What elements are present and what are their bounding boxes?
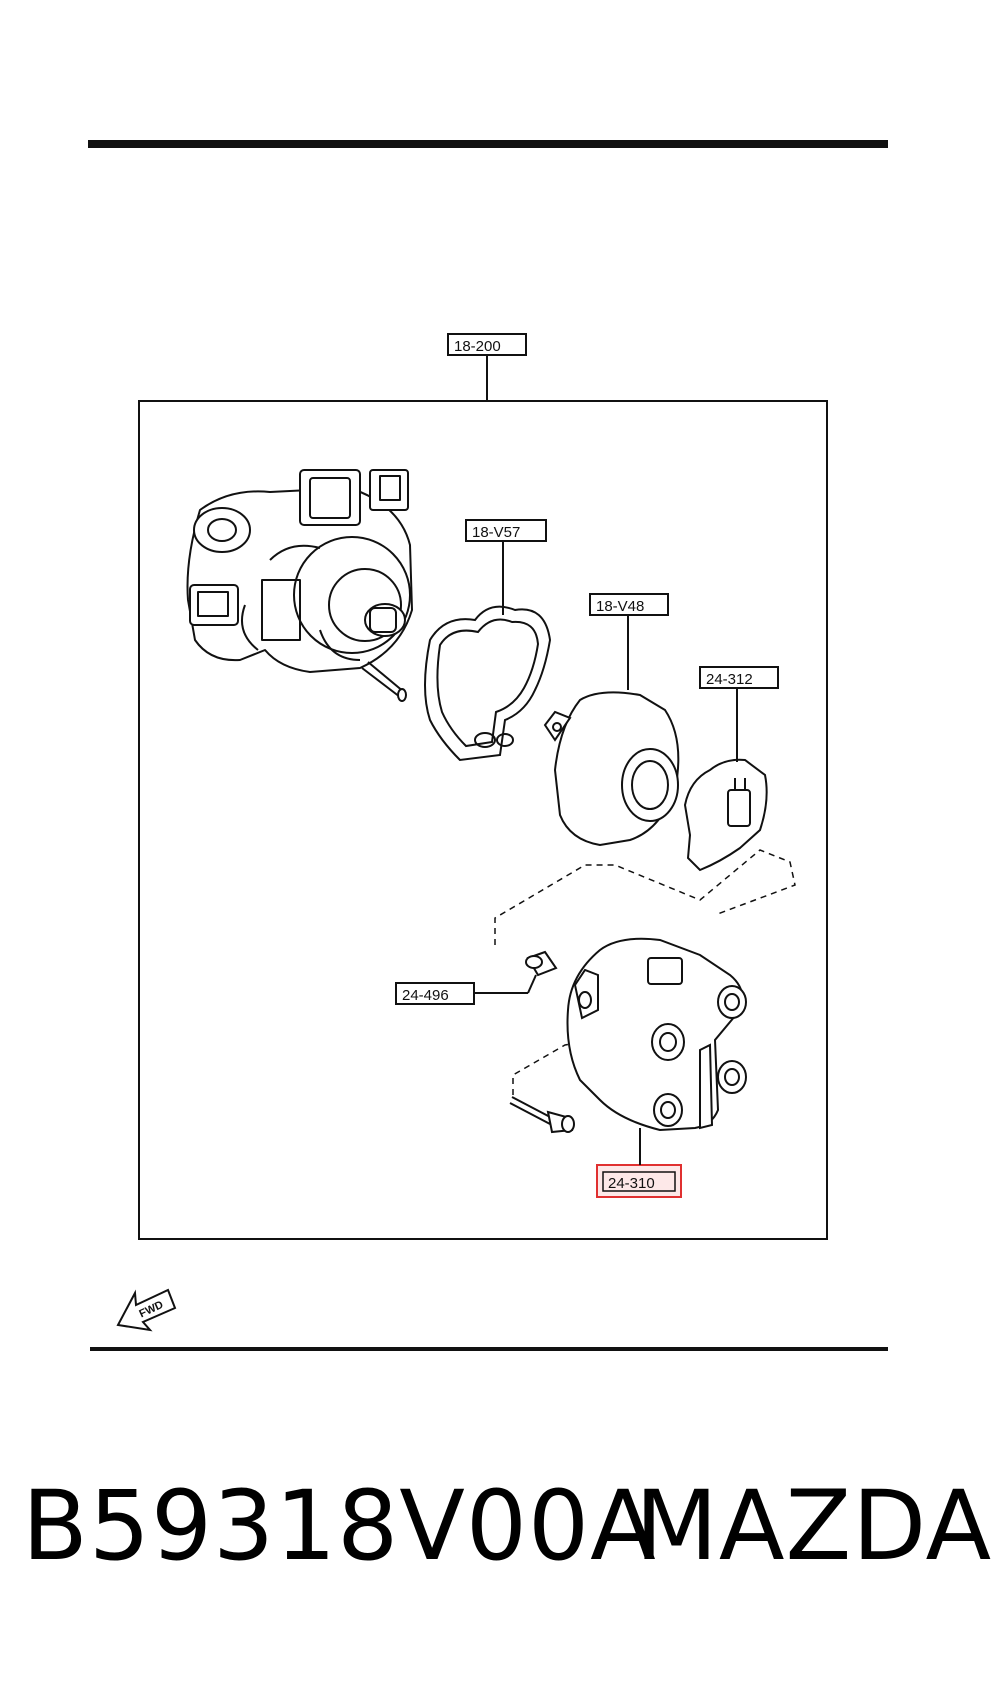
bolt-drawing	[509, 1096, 575, 1134]
part-number: B59318V00A	[22, 1470, 657, 1582]
callout-cap[interactable]: 18-V48	[589, 593, 669, 616]
screw-pin-drawing	[525, 950, 558, 977]
callout-screw-pin[interactable]: 24-496	[395, 982, 475, 1005]
gasket-drawing	[424, 605, 552, 762]
svg-text:24-312: 24-312	[706, 671, 753, 688]
bottom-rule	[90, 1347, 888, 1351]
brand-name: MAZDA	[635, 1470, 992, 1582]
fwd-arrow-icon: FWD	[116, 1288, 177, 1332]
housing-drawing	[566, 937, 747, 1132]
svg-text:24-496: 24-496	[402, 987, 449, 1004]
svg-text:24-310: 24-310	[608, 1175, 655, 1192]
top-rule	[88, 140, 888, 148]
svg-text:18-200: 18-200	[454, 338, 501, 355]
callout-housing[interactable]: 24-310	[596, 1164, 682, 1198]
cap-drawing	[543, 691, 680, 847]
callout-rotor[interactable]: 24-312	[699, 666, 779, 689]
distributor-body-drawing	[186, 469, 413, 702]
alignment-dashes-upper	[494, 849, 796, 945]
assembly-boundary	[138, 400, 828, 1240]
callout-gasket[interactable]: 18-V57	[465, 519, 547, 542]
callout-assembly[interactable]: 18-200	[447, 333, 527, 356]
svg-text:18-V48: 18-V48	[596, 598, 644, 615]
svg-text:18-V57: 18-V57	[472, 524, 520, 541]
rotor-drawing	[683, 758, 768, 872]
